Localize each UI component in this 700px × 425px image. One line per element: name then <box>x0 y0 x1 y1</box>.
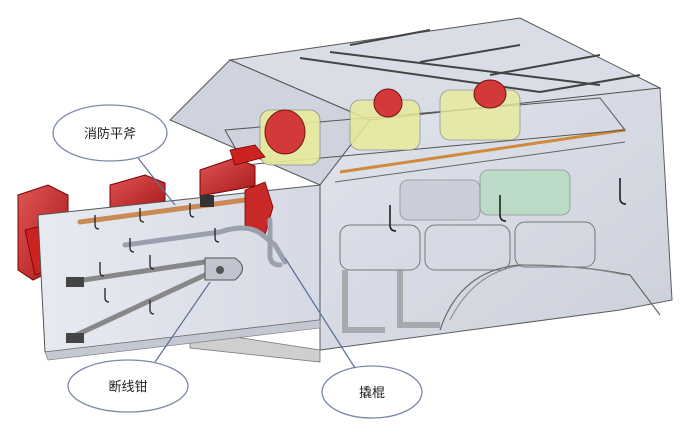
callout-bolt-cutter-label: 断线钳 <box>108 380 147 395</box>
crowbar <box>122 217 288 268</box>
internal-equipment <box>259 79 661 333</box>
roof-rails <box>299 29 641 93</box>
shelf-rail <box>339 128 626 174</box>
callout-fire-axe-label: 消防平斧 <box>84 126 136 142</box>
callout-bolt-cutter: 断线钳 <box>67 281 211 413</box>
door-clips <box>94 203 220 315</box>
callout-crowbar: 撬棍 <box>284 257 423 419</box>
callout-crowbar-label: 撬棍 <box>359 386 385 401</box>
callout-fire-axe: 消防平斧 <box>52 104 176 206</box>
bolt-cutter <box>66 257 243 343</box>
fire-axe <box>77 181 274 236</box>
